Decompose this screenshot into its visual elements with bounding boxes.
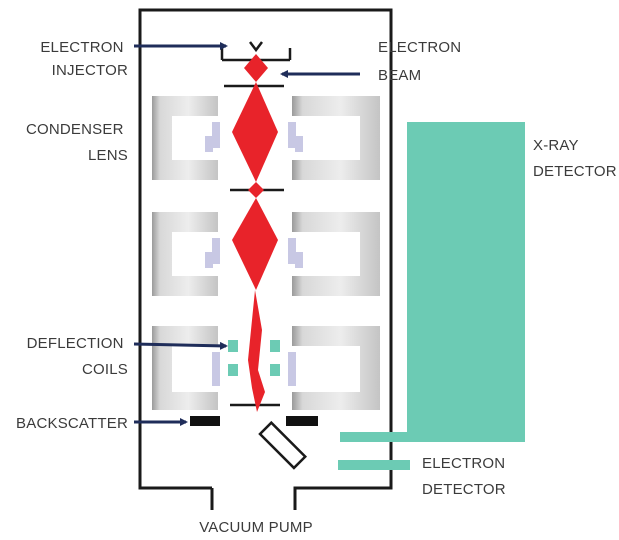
label-condenser-lens: CONDENSER LENS <box>26 121 128 164</box>
electron-injector <box>220 41 292 88</box>
label-vacuum-pump: VACUUM PUMP <box>199 519 313 536</box>
xray-detector <box>340 122 525 442</box>
objective-lens <box>152 326 380 410</box>
sample-icon <box>258 420 308 470</box>
electron-beam <box>232 54 278 412</box>
condenser-lens-lower <box>152 212 380 296</box>
electron-detector <box>338 460 410 470</box>
label-xray-detector: X-RAY DETECTOR <box>533 137 617 180</box>
condenser-lens-upper <box>152 96 380 180</box>
backscatter-detector <box>190 416 318 426</box>
label-backscatter: BACKSCATTER <box>16 415 128 432</box>
arrow-right-icon <box>133 341 228 350</box>
label-electron-detector: ELECTRON DETECTOR <box>422 455 510 498</box>
label-electron-injector: ELECTRON INJECTOR <box>40 39 128 79</box>
label-deflection-coils: DEFLECTION COILS <box>27 335 128 378</box>
deflection-coils <box>228 340 280 376</box>
label-electron-beam: ELECTRON BEAM <box>378 39 466 84</box>
vacuum-chamber <box>138 8 393 510</box>
